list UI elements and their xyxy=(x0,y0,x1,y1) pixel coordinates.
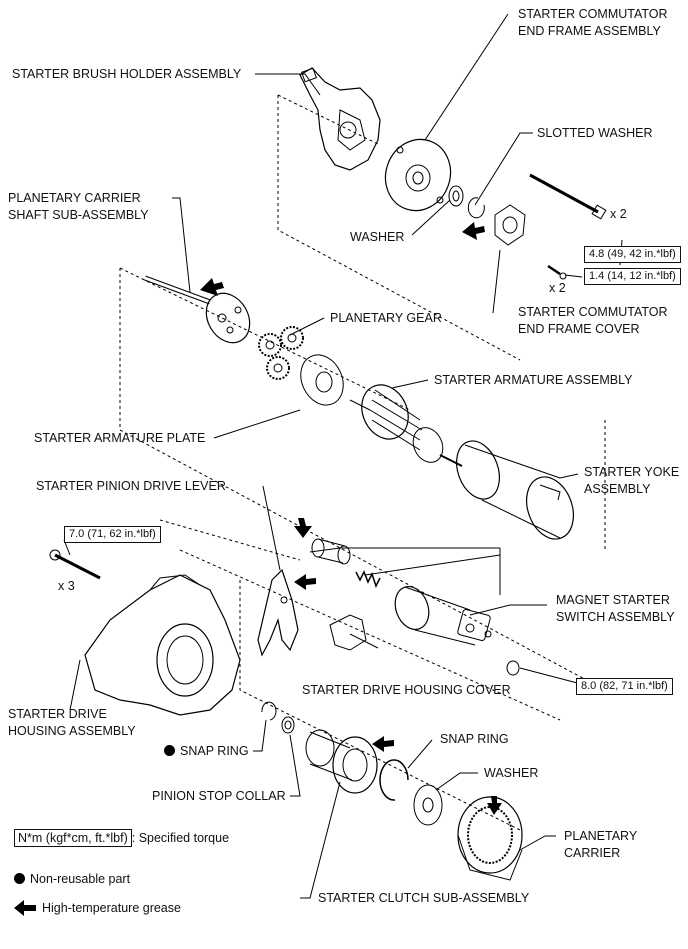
pinion-stop-collar-part xyxy=(281,716,295,734)
filled-circle-icon xyxy=(164,745,175,756)
label-qty-screw: x 2 xyxy=(549,281,566,295)
planetary-gear-part xyxy=(258,326,304,380)
dashed-guide-mid xyxy=(119,268,606,691)
snap-ring-left-part xyxy=(261,701,277,721)
dashed-guide-top xyxy=(277,95,521,361)
starter-clutch-part xyxy=(305,729,378,794)
label-drive-housing-cover: STARTER DRIVE HOUSING COVER xyxy=(302,683,511,697)
label-slotted-washer: SLOTTED WASHER xyxy=(537,126,653,140)
label-snap-ring-right: SNAP RING xyxy=(440,732,509,746)
torque-terminal-nut: 8.0 (82, 71 in.*lbf) xyxy=(576,678,673,695)
pinion-drive-lever-part xyxy=(257,568,299,657)
legend-torque-text: : Specified torque xyxy=(131,831,230,845)
arrow-left-icon xyxy=(14,900,36,916)
legend-grease: High-temperature grease xyxy=(42,901,181,915)
end-frame-cover-part xyxy=(494,204,526,246)
armature-plate-part xyxy=(300,354,344,406)
yoke-part xyxy=(455,440,574,540)
snap-ring-right-part xyxy=(379,759,409,801)
filled-circle-icon xyxy=(14,873,25,884)
label-planetary-gear: PLANETARY GEAR xyxy=(330,311,442,325)
planetary-carrier-part xyxy=(457,796,523,881)
dashed-guide-bottom xyxy=(239,580,521,831)
label-pinion-drive-lever: STARTER PINION DRIVE LEVER xyxy=(36,479,226,493)
grease-arrow-icon xyxy=(294,574,316,590)
through-bolt-part xyxy=(529,173,599,214)
brush-holder-part xyxy=(299,67,381,171)
cover-screw-part xyxy=(547,264,561,276)
drive-housing-part xyxy=(84,574,241,716)
label-snap-ring-left: SNAP RING xyxy=(164,743,249,760)
legend-torque-box: N*m (kgf*cm, ft.*lbf) xyxy=(14,829,132,847)
label-armature-plate: STARTER ARMATURE PLATE xyxy=(34,431,206,445)
label-washer-top: WASHER xyxy=(350,230,405,244)
leader-commutator xyxy=(424,13,509,141)
torque-through-bolt: 4.8 (49, 42 in.*lbf) xyxy=(584,246,681,263)
housing-bolt-part xyxy=(54,553,101,580)
label-clutch: STARTER CLUTCH SUB-ASSEMBLY xyxy=(318,891,530,905)
planetary-carrier-shaft-part xyxy=(144,275,251,344)
grease-arrow-icon xyxy=(200,278,224,296)
label-brush-holder: STARTER BRUSH HOLDER ASSEMBLY xyxy=(12,67,242,81)
torque-cover-screw: 1.4 (14, 12 in.*lbf) xyxy=(584,268,681,285)
washer-bottom-part xyxy=(413,784,443,826)
label-pinion-stop-collar: PINION STOP COLLAR xyxy=(152,789,286,803)
grease-arrow-icon xyxy=(372,736,394,752)
torque-housing-bolt: 7.0 (71, 62 in.*lbf) xyxy=(64,526,161,543)
commutator-end-frame-part xyxy=(384,138,452,212)
legend-torque: N*m (kgf*cm, ft.*lbf): Specified torque xyxy=(14,829,230,847)
spring-part xyxy=(355,570,381,588)
slotted-washer-part xyxy=(467,197,485,219)
magnet-switch-part xyxy=(394,586,492,646)
drive-housing-cover-part xyxy=(329,614,367,651)
legend-non-reusable: Non-reusable part xyxy=(14,871,130,888)
grease-arrow-icon xyxy=(462,222,485,240)
label-qty-housing-bolt: x 3 xyxy=(58,579,75,593)
label-armature-assembly: STARTER ARMATURE ASSEMBLY xyxy=(434,373,633,387)
label-washer-bottom: WASHER xyxy=(484,766,539,780)
label-qty-bolt: x 2 xyxy=(610,207,627,221)
terminal-nut-part xyxy=(506,660,520,676)
armature-assembly-part xyxy=(349,384,463,467)
washer-top-part xyxy=(448,185,464,207)
grease-arrow-icon xyxy=(487,796,502,815)
grease-arrow-icon xyxy=(294,518,312,538)
magnet-plunger-part xyxy=(311,538,351,565)
